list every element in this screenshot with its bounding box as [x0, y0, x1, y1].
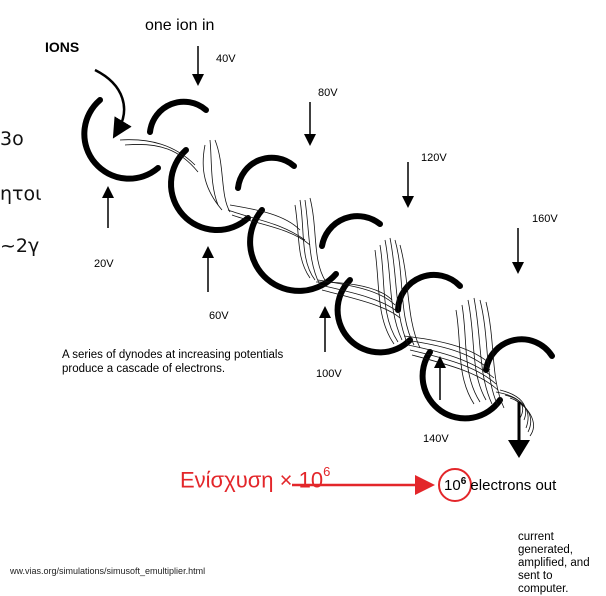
- gain-annotation: Ενίσχυση × 106: [180, 467, 330, 493]
- electrons-out-text: electrons out: [470, 477, 556, 494]
- electrons-out-exponent: 6: [461, 476, 467, 487]
- gain-text: Ενίσχυση × 10: [180, 467, 323, 492]
- voltage-80v: 80V: [318, 87, 338, 99]
- electrons-out-label: 106 electrons out: [444, 476, 556, 494]
- subtext-line-3: sent to computer.: [518, 570, 606, 596]
- subtext-line-1: current generated,: [518, 531, 606, 557]
- voltage-60v: 60V: [209, 310, 229, 322]
- ions-label: IONS: [45, 39, 79, 55]
- gain-exponent: 6: [323, 464, 330, 479]
- subtext-line-2: amplified, and: [518, 557, 606, 570]
- voltage-100v: 100V: [316, 368, 342, 380]
- electrons-out-base: 10: [444, 477, 461, 494]
- voltage-20v: 20V: [94, 258, 114, 270]
- source-url: ww.vias.org/simulations/simusoft_emultip…: [10, 566, 205, 576]
- electron-cascade: [120, 140, 534, 436]
- dynode-caption: A series of dynodes at increasing potent…: [62, 348, 302, 376]
- voltage-40v: 40V: [216, 53, 236, 65]
- voltage-120v: 120V: [421, 152, 447, 164]
- voltage-140v: 140V: [423, 433, 449, 445]
- electrons-out-subtext: current generated, amplified, and sent t…: [518, 531, 606, 596]
- one-ion-in-label: one ion in: [145, 17, 214, 35]
- electrons-out-arrowhead: [508, 440, 530, 458]
- voltage-160v: 160V: [532, 213, 558, 225]
